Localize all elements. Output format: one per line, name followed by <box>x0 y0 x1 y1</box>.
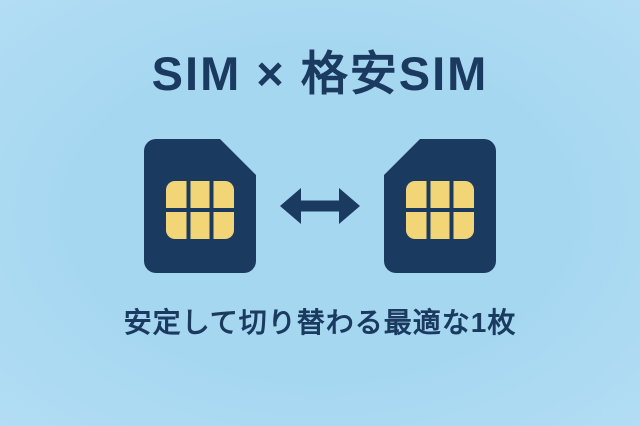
sim-chip-icon <box>166 181 234 239</box>
sim-card-left-icon <box>144 139 256 273</box>
banner-subtitle: 安定して切り替わる最適な1枚 <box>123 307 517 338</box>
sim-card-right-icon <box>384 139 496 273</box>
double-headed-swap-arrow-icon <box>280 188 360 224</box>
sim-chip-icon <box>406 181 474 239</box>
banner-title: SIM × 格安SIM <box>151 47 489 100</box>
sim-swap-illustration <box>144 139 496 273</box>
